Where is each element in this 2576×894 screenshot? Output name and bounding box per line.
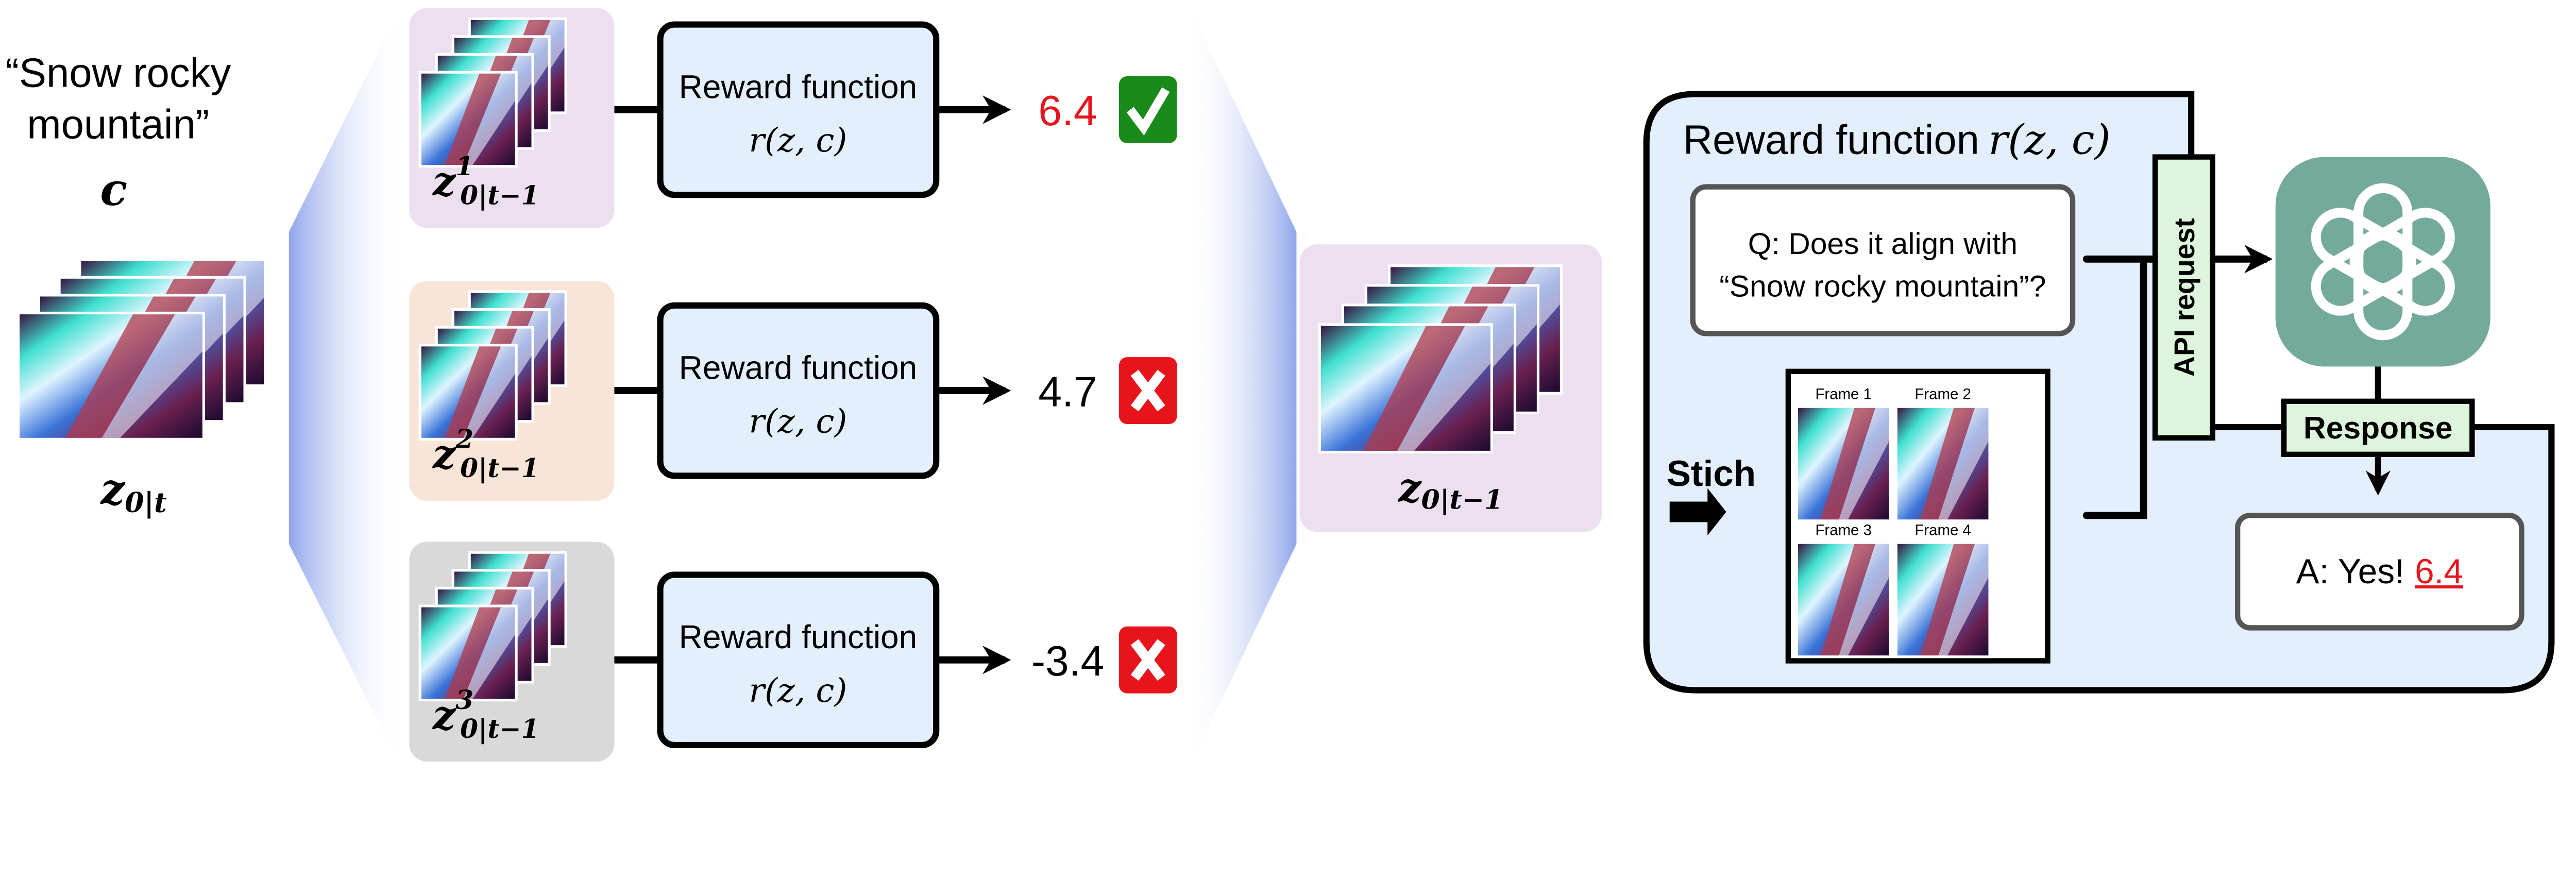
video-frame [418, 604, 518, 702]
frame-label: Frame 4 [1914, 521, 1971, 538]
video-frame [418, 71, 518, 168]
frame-label: Frame 2 [1914, 385, 1971, 402]
question-line1: Q: Does it align with [1748, 227, 2018, 261]
candidate-frame-stack [418, 551, 567, 702]
response-box [2281, 398, 2475, 457]
answer-box [2234, 513, 2524, 631]
video-frame [418, 344, 518, 441]
reward-score: 4.7 [1038, 368, 1097, 415]
frame-label: Frame 1 [1815, 385, 1871, 402]
reward-score: 6.4 [1038, 88, 1097, 134]
reward-function-formula: r(z, c) [749, 402, 848, 441]
video-frame [1894, 405, 1991, 522]
reward-function-title: Reward function [679, 349, 918, 386]
api-request-box [2152, 154, 2215, 441]
selected-latent-label: z0|t−1 [1397, 465, 1503, 516]
selected-frame-stack [1318, 264, 1563, 454]
cross-icon [1119, 626, 1177, 694]
stitch-arrow-icon [1669, 488, 1726, 536]
reward-function-box [657, 571, 940, 749]
reward-score: -3.4 [1031, 638, 1105, 685]
input-latent-label: z0|t [99, 465, 167, 519]
question-box [1690, 184, 2076, 336]
candidate-frame-stack [418, 290, 567, 441]
reward-function-box [657, 21, 940, 198]
api-request-label: API request [2168, 218, 2200, 377]
input-frame-stack [16, 258, 267, 441]
reward-function-title: Reward function [679, 618, 918, 655]
reward-function-formula: r(z, c) [749, 672, 848, 710]
cross-icon [1119, 357, 1177, 424]
fan-out-shape [289, 0, 404, 774]
reward-function-formula: r(z, c) [749, 122, 848, 160]
video-frame [1795, 541, 1892, 659]
prompt-text-line1: “Snow rocky [5, 50, 231, 96]
connector-lines [2082, 255, 2159, 519]
candidate-frame-stack [418, 17, 567, 168]
video-frame [1894, 541, 1991, 659]
answer-text: A: Yes! 6.4 [2238, 515, 2521, 628]
frame-label: Frame 3 [1815, 521, 1871, 538]
prompt-text-line2: mountain” [27, 101, 209, 147]
condition-symbol: c [100, 164, 127, 216]
reward-function-box [657, 302, 940, 479]
question-line2: “Snow rocky mountain”? [1719, 269, 2046, 303]
video-frame [16, 311, 206, 441]
stitch-label: Stich [1667, 453, 1756, 494]
video-frame [1318, 323, 1494, 454]
fan-in-shape [1185, 0, 1297, 774]
response-label: Response [2303, 410, 2453, 446]
answer-prefix: A: Yes! [2296, 552, 2404, 591]
answer-score: 6.4 [2415, 552, 2463, 591]
openai-logo-icon [2275, 157, 2490, 367]
check-icon [1119, 76, 1177, 143]
reward-function-title: Reward function [679, 68, 918, 105]
video-frame [1795, 405, 1892, 522]
